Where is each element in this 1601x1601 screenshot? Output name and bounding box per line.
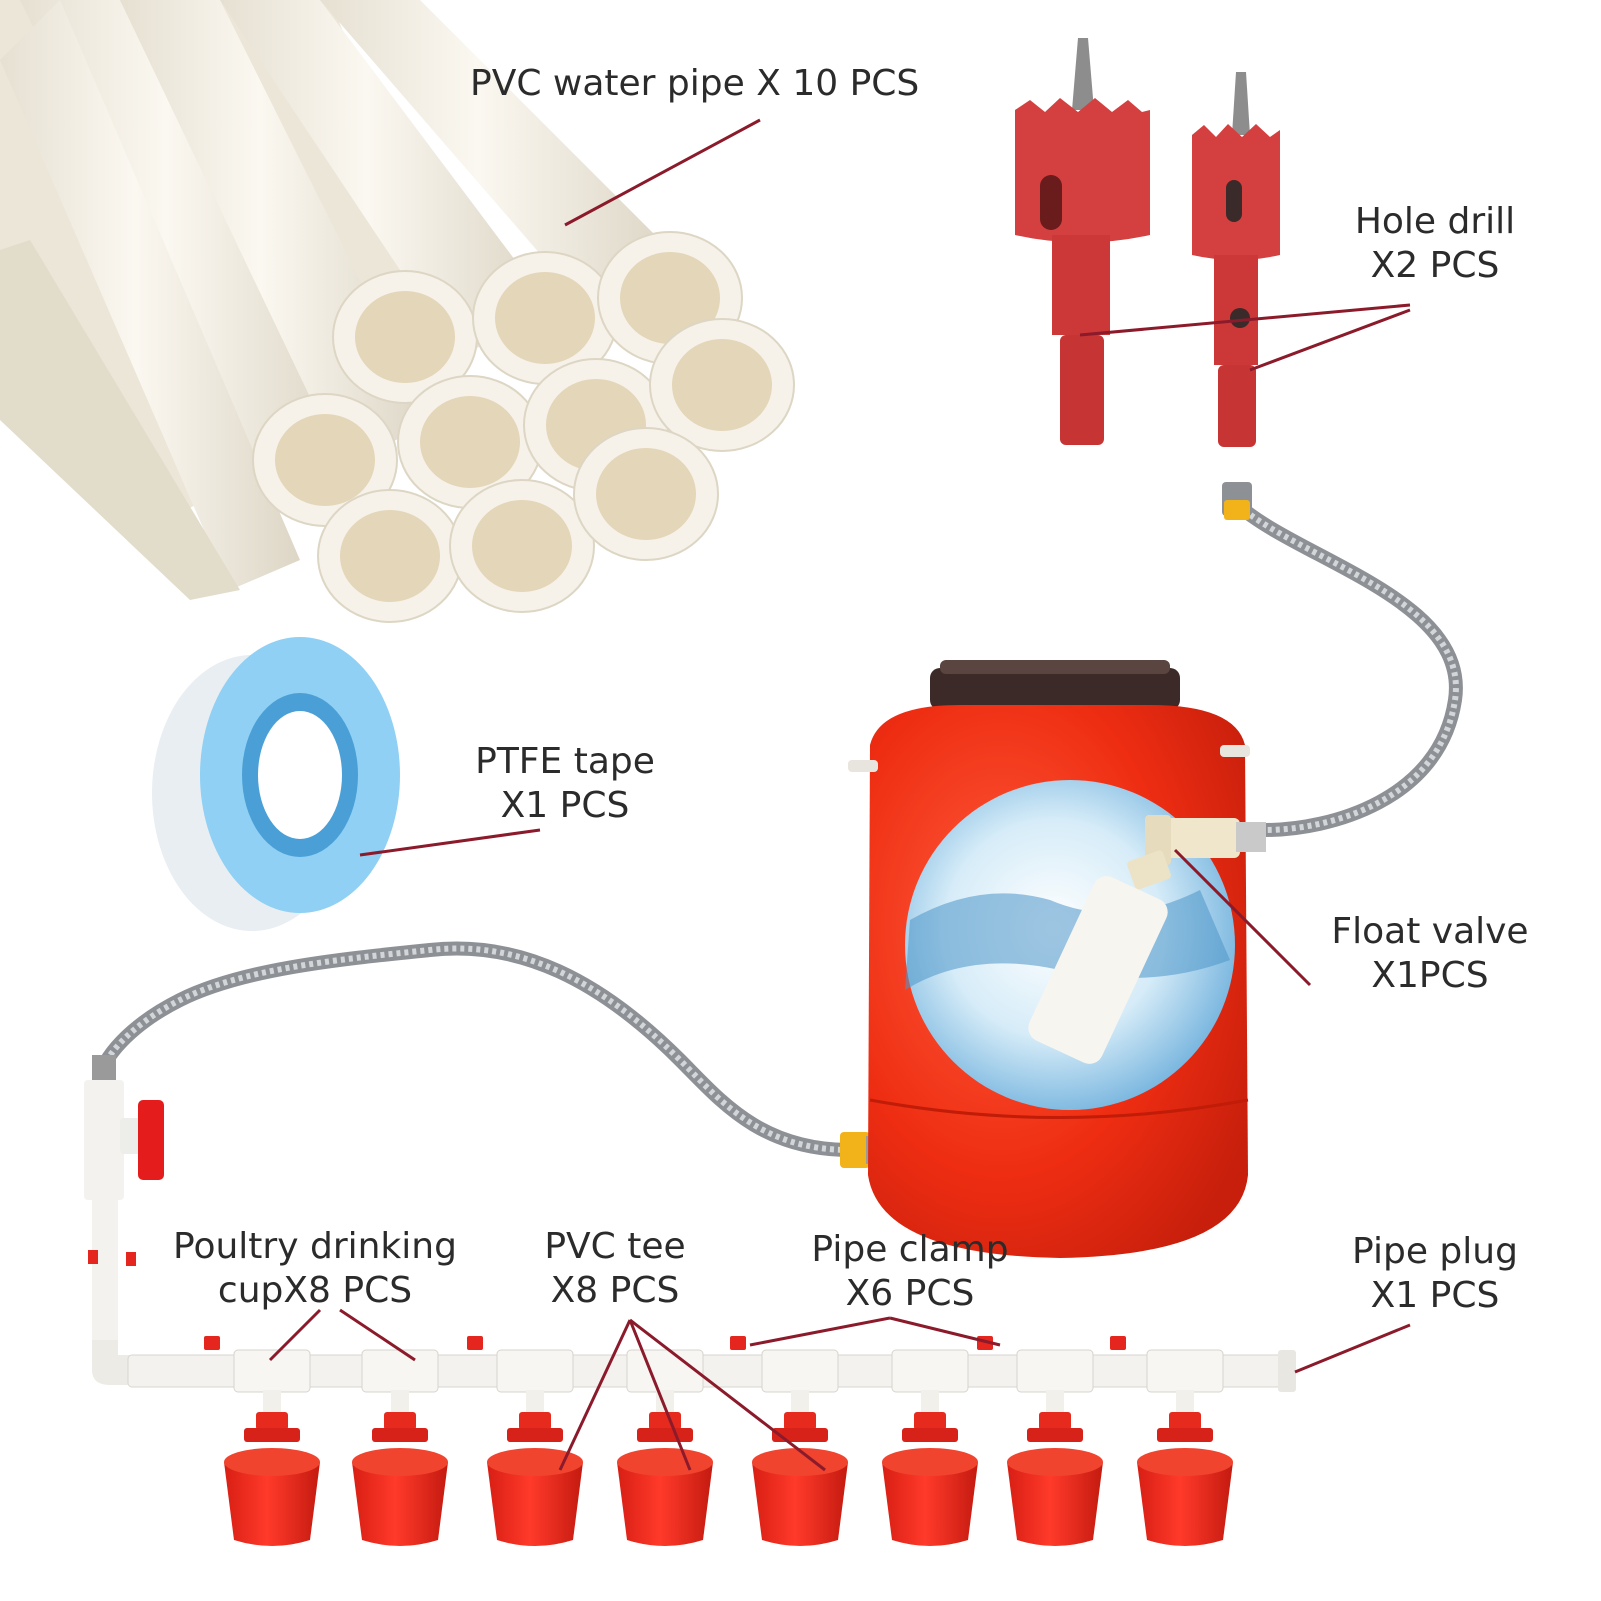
pipe-ends	[252, 231, 795, 623]
ptfe-tape-label-line2: X1 PCS	[500, 785, 630, 826]
pvc-tee	[891, 1349, 969, 1393]
pipe-bore	[596, 448, 696, 540]
pipe-clamps	[204, 1336, 1126, 1350]
pipe-clamp	[204, 1336, 220, 1350]
pipe-bore	[472, 500, 572, 592]
pvc-tee-leader-2	[628, 1319, 692, 1471]
pipe-clamp-label-line2: X6 PCS	[845, 1273, 975, 1314]
hole-drill-label-line1: Hole drill	[1354, 201, 1516, 242]
hole-drill-icon	[1015, 38, 1280, 447]
drinking-cup-leader-1	[268, 1308, 322, 1362]
hole-drill-leader-2	[1249, 308, 1411, 372]
drinking-cup	[882, 1412, 978, 1546]
pipe-clamp	[467, 1336, 483, 1350]
drinking-cup	[752, 1412, 848, 1546]
hole-drill-label-line2: X2 PCS	[1370, 245, 1500, 286]
pipe-clamp-label: Pipe clamp X6 PCS	[790, 1228, 1030, 1316]
drinking-cup	[1137, 1412, 1233, 1546]
pipe-clamp-label-line1: Pipe clamp	[811, 1229, 1009, 1270]
pvc-tee	[1016, 1349, 1094, 1393]
pipe-plug-leader	[1294, 1323, 1411, 1374]
pvc-tee	[626, 1349, 704, 1393]
pvc-tee-label-line1: PVC tee	[544, 1226, 686, 1267]
drinking-cup	[617, 1412, 713, 1546]
water-bucket-icon	[848, 660, 1250, 1258]
pipe-bore	[672, 339, 772, 431]
pvc-pipe-label: PVC water pipe X 10 PCS	[470, 62, 919, 106]
pipe-bore	[420, 396, 520, 488]
pipe-clamp	[1110, 1336, 1126, 1350]
drinking-cup-label: Poultry drinking cupX8 PCS	[150, 1225, 480, 1313]
pipe-bore	[495, 272, 595, 364]
pvc-tee	[761, 1349, 839, 1393]
pvc-tee	[361, 1349, 439, 1393]
pvc-pipe-bundle-icon	[0, 0, 670, 600]
pipe-plug-label-line2: X1 PCS	[1370, 1275, 1500, 1316]
float-valve-label-line2: X1PCS	[1371, 955, 1489, 996]
drinking-cups	[224, 1412, 1233, 1546]
drinking-cup-label-line2: cupX8 PCS	[217, 1270, 413, 1311]
pipe-bore	[275, 414, 375, 506]
float-valve-icon	[1028, 815, 1266, 1064]
outlet-hose-icon	[93, 941, 876, 1168]
pvc-tee	[1146, 1349, 1224, 1393]
pipe-clamp	[730, 1336, 746, 1350]
pipe-bore	[355, 291, 455, 383]
pvc-pipe-leader	[564, 118, 761, 227]
ptfe-tape-label: PTFE tape X1 PCS	[465, 740, 665, 828]
drinking-cup	[1007, 1412, 1103, 1546]
pvc-tee-leader-1	[558, 1319, 632, 1471]
pipe-plug-label-line1: Pipe plug	[1352, 1231, 1518, 1272]
float-valve-leader	[1173, 848, 1312, 987]
hole-drill-leader-1	[1079, 303, 1411, 337]
leader-lines	[268, 118, 1411, 1472]
float-valve-label: Float valve X1PCS	[1310, 910, 1550, 998]
drinking-cup	[352, 1412, 448, 1546]
ball-valve-icon	[84, 1055, 164, 1200]
float-valve-label-line1: Float valve	[1331, 911, 1529, 952]
drinking-cup	[487, 1412, 583, 1546]
pvc-tee-label: PVC tee X8 PCS	[530, 1225, 700, 1313]
hole-drill-label: Hole drill X2 PCS	[1340, 200, 1530, 288]
drinking-cup-label-line1: Poultry drinking	[173, 1226, 457, 1267]
pvc-tee-leader-3	[629, 1318, 826, 1472]
pipe-clamp-leader-2	[889, 1316, 1001, 1347]
ptfe-tape-icon	[152, 637, 400, 931]
pipe-bore	[340, 510, 440, 602]
ptfe-tape-leader	[359, 828, 541, 857]
pvc-tee-label-line2: X8 PCS	[550, 1270, 680, 1311]
pvc-pipe-label-text: PVC water pipe X 10 PCS	[470, 63, 920, 104]
supply-hose-icon	[1222, 482, 1463, 837]
ptfe-tape-label-line1: PTFE tape	[475, 741, 655, 782]
pvc-tee	[496, 1349, 574, 1393]
drinking-cup	[224, 1412, 320, 1546]
pipe-clamp-leader-1	[749, 1316, 891, 1347]
drinking-cup-leader-2	[339, 1308, 416, 1362]
pipe-plug-label: Pipe plug X1 PCS	[1330, 1230, 1540, 1318]
pipe-bore	[620, 252, 720, 344]
